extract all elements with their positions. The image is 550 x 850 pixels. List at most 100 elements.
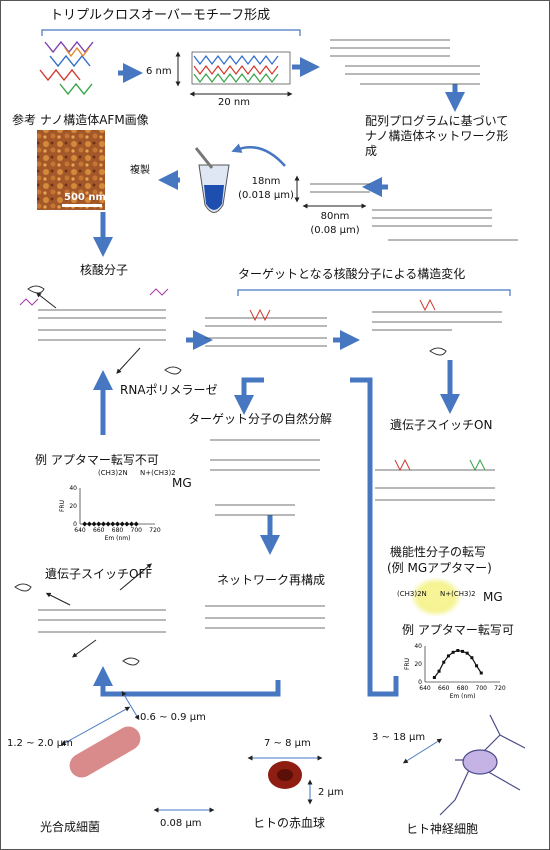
x-tick-label: 640: [419, 685, 431, 692]
rbc-width-label: 7 ~ 8 μm: [264, 738, 311, 749]
afm-label: 参考 ナノ構造体AFM画像: [12, 113, 149, 127]
motif-structure: [193, 55, 279, 83]
pointer-arrows: [36, 292, 152, 658]
neuron-shape: [439, 714, 526, 816]
x-tick-label: 720: [494, 685, 506, 692]
y-tick-label: 0: [418, 679, 422, 686]
bacteria-length-label: 1.2 ~ 2.0 μm: [7, 738, 73, 749]
colored-links: [19, 288, 486, 472]
test-tube-icon: [194, 147, 230, 213]
x-tick-label: 720: [149, 527, 161, 534]
dim-height-label: 6 nm: [146, 66, 172, 77]
y-axis-label: FRU: [59, 500, 66, 512]
nano-scale-label: 0.08 μm: [160, 818, 202, 829]
title: トリプルクロスオーバーモチーフ形成: [50, 8, 271, 23]
data-point: [91, 521, 97, 527]
chem-right-a: N+(CH3)2: [140, 469, 176, 477]
data-point: [119, 521, 125, 527]
afm-image: [37, 130, 105, 210]
conformational-change-label: ターゲットとなる核酸分子による構造変化: [238, 267, 466, 281]
chem-right-b: N+(CH3)2: [440, 590, 476, 598]
y-tick-label: 0: [73, 521, 77, 528]
neuron-size-label: 3 ~ 18 μm: [372, 732, 426, 743]
rna-polymerase-label: RNAポリメラーゼ: [120, 383, 218, 397]
dim-width-label: 20 nm: [218, 97, 250, 108]
data-point: [470, 656, 474, 660]
data-point: [446, 654, 450, 658]
chem-left-a: (CH3)2N: [98, 469, 128, 477]
nucleic-acid-label: 核酸分子: [80, 263, 129, 277]
data-point: [100, 521, 106, 527]
data-point: [110, 521, 116, 527]
nano-width-label: 80nm: [320, 211, 350, 222]
polymerase-icon: [14, 285, 447, 666]
y-tick-label: 40: [69, 485, 77, 492]
rbc-center: [277, 769, 293, 781]
natural-degradation-label: ターゲット分子の自然分解: [188, 412, 333, 426]
data-point: [442, 660, 446, 664]
chem-left-b: (CH3)2N: [397, 590, 427, 598]
data-point: [86, 521, 92, 527]
motif-box: [191, 51, 291, 85]
bacteria-name: 光合成細菌: [40, 820, 101, 834]
x-tick-label: 680: [457, 685, 469, 692]
data-point: [479, 671, 483, 675]
rbc-name: ヒトの赤血球: [253, 816, 326, 830]
data-point: [129, 521, 135, 527]
x-tick-label: 660: [93, 527, 105, 534]
bacteria-width-label: 0.6 ~ 0.9 μm: [140, 712, 206, 723]
replicate-curve-arrow: [231, 143, 286, 167]
nano-height-um-label: (0.018 μm): [238, 190, 294, 201]
afm-scale-label: 500 nm: [64, 192, 106, 203]
y-tick-label: 20: [69, 503, 77, 510]
network-formation-label: 配列プログラムに基づいてナノ構造体ネットワーク形成: [365, 114, 509, 158]
functional-transcription-label: 機能性分子の転写: [390, 545, 487, 559]
x-tick-label: 640: [74, 527, 86, 534]
data-point: [82, 521, 88, 527]
data-point: [475, 664, 479, 668]
y-tick-label: 20: [414, 661, 422, 668]
data-point: [105, 521, 111, 527]
x-tick-label: 680: [112, 527, 124, 534]
process-arrows: [93, 57, 465, 697]
x-axis-label: Em (nm): [450, 693, 476, 700]
transcription-label: 例 アプタマー転写可: [402, 623, 514, 637]
bacteria-width-arrow: [121, 690, 140, 721]
change-bracket: [237, 289, 511, 296]
nano-height-label: 18nm: [251, 176, 281, 187]
x-tick-label: 700: [476, 685, 488, 692]
rbc-thick-label: 2 μm: [318, 787, 344, 798]
y-tick-label: 40: [414, 643, 422, 650]
series-line: [433, 649, 482, 678]
title-bracket: [41, 29, 301, 36]
x-tick-label: 660: [438, 685, 450, 692]
data-point: [432, 676, 436, 679]
switch-on-label: 遺伝子スイッチON: [390, 418, 493, 432]
data-point: [133, 521, 139, 527]
nano-width-um-label: (0.08 μm): [310, 225, 360, 236]
switch-off-label: 遺伝子スイッチOFF: [45, 567, 153, 581]
network-reform-label: ネットワーク再構成: [217, 573, 326, 587]
neuron-arrow: [402, 738, 443, 764]
mg-label-right: MG: [483, 590, 503, 604]
data-point: [465, 651, 469, 655]
data-point: [124, 521, 130, 527]
no-transcription-label: 例 アプタマー転写不可: [35, 453, 159, 467]
mg-glow: [410, 577, 462, 617]
data-point: [115, 521, 120, 527]
dna-strands: [39, 40, 94, 96]
replicate-label: 複製: [130, 165, 150, 176]
afm-scale-bar: [62, 204, 102, 207]
x-tick-label: 700: [131, 527, 143, 534]
bacteria-length-arrow: [60, 706, 131, 746]
data-point: [461, 649, 464, 653]
mg-label-left: MG: [172, 476, 192, 490]
neuron-name: ヒト神経細胞: [406, 822, 479, 836]
functional-example-label: (例 MGアプタマー): [387, 561, 492, 575]
data-point: [437, 669, 441, 673]
bacteria-shape: [69, 726, 141, 778]
data-point: [96, 521, 102, 527]
